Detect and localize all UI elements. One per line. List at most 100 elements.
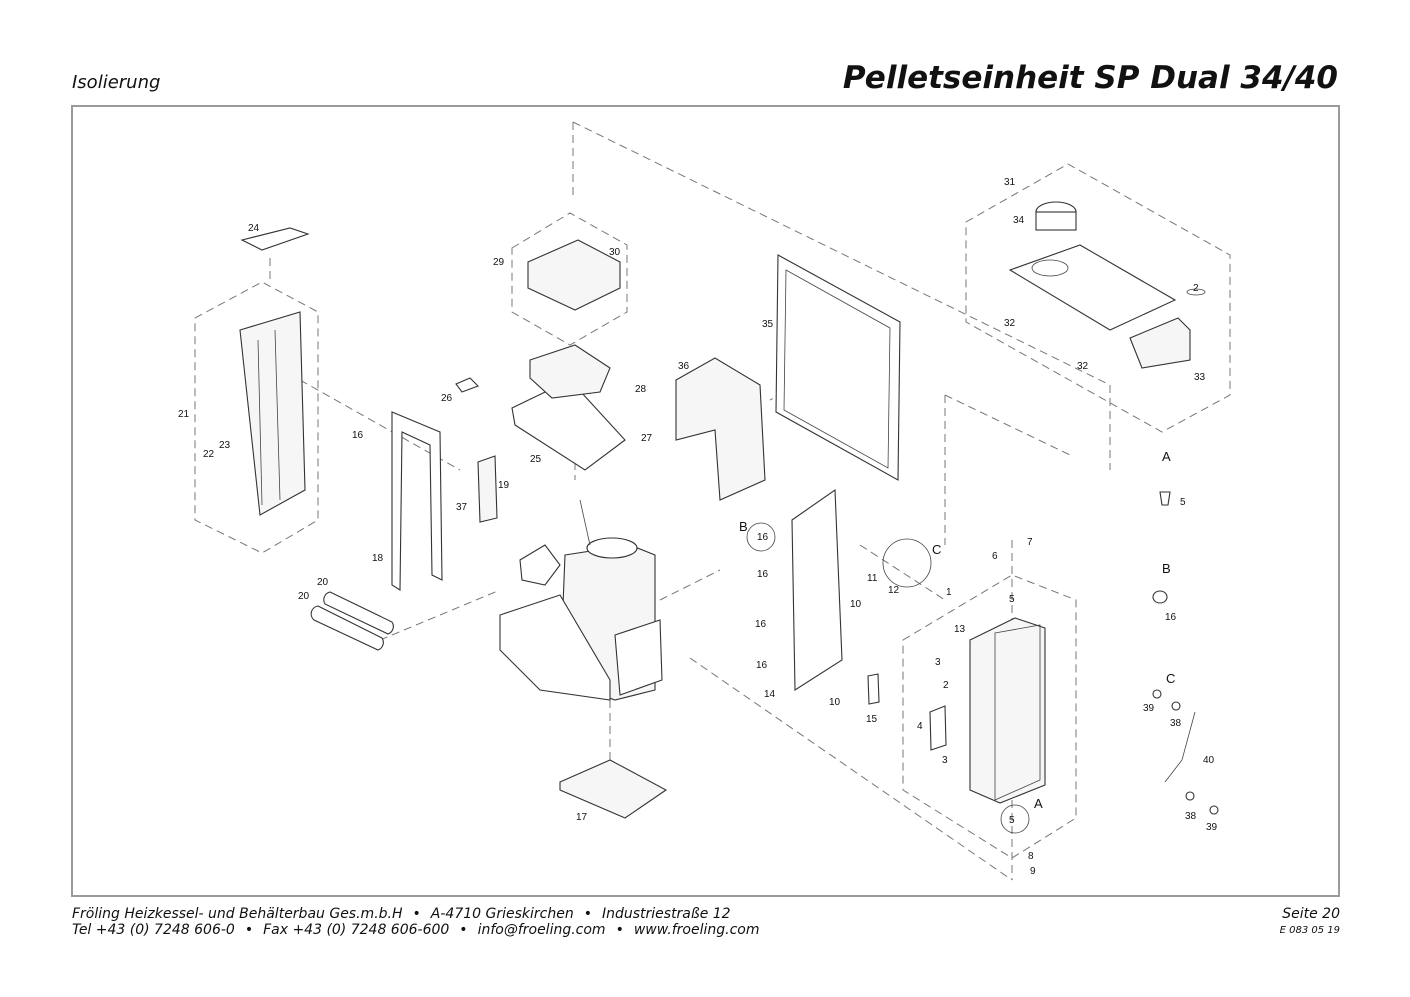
label-item: 3 bbox=[942, 755, 948, 766]
label-item: 5 bbox=[1180, 497, 1186, 508]
label-item: 16 bbox=[757, 532, 769, 543]
label-item: 20 bbox=[317, 577, 329, 588]
label-item: 17 bbox=[576, 812, 588, 823]
label-item: 31 bbox=[1004, 177, 1016, 188]
label-item: 10 bbox=[850, 599, 862, 610]
label-item: 23 bbox=[219, 440, 231, 451]
label-item: 36 bbox=[678, 361, 690, 372]
label-item: 4 bbox=[917, 721, 923, 732]
label-item: 6 bbox=[992, 551, 998, 562]
label-item: 37 bbox=[456, 502, 468, 513]
label-item: 3 bbox=[935, 657, 941, 668]
label-item: 5 bbox=[1009, 594, 1015, 605]
label-item: 16 bbox=[757, 569, 769, 580]
rear-plate bbox=[791, 488, 843, 691]
label-item: 38 bbox=[1185, 811, 1197, 822]
insulation-cover-top bbox=[240, 227, 310, 251]
label-item: 5 bbox=[1009, 815, 1015, 826]
label-item: 13 bbox=[954, 624, 966, 635]
footer-city: A-4710 Grieskirchen bbox=[430, 906, 574, 922]
label-item: 34 bbox=[1013, 215, 1025, 226]
insulation-rolls bbox=[310, 591, 394, 651]
detail-letter: B bbox=[1162, 561, 1171, 576]
detail-parts bbox=[1152, 491, 1219, 815]
insulation-shell-left bbox=[239, 311, 306, 516]
footer-email[interactable]: info@froeling.com bbox=[477, 922, 606, 938]
label-item: 15 bbox=[866, 714, 878, 725]
label-item: 20 bbox=[298, 591, 310, 602]
insulation-36 bbox=[675, 357, 766, 501]
label-item: 7 bbox=[1027, 537, 1033, 548]
label-item: 9 bbox=[1030, 866, 1036, 877]
label-item: 16 bbox=[756, 660, 768, 671]
label-item: 21 bbox=[178, 409, 190, 420]
detail-letter: A bbox=[1034, 796, 1043, 811]
footer-street: Industriestraße 12 bbox=[601, 906, 731, 922]
label-item: 30 bbox=[609, 247, 621, 258]
label-item: 12 bbox=[888, 585, 900, 596]
detail-letter: A bbox=[1162, 449, 1171, 464]
footer-web[interactable]: www.froeling.com bbox=[633, 922, 760, 938]
plate-4 bbox=[929, 705, 947, 751]
label-item: 24 bbox=[248, 223, 260, 234]
group-outline-top-box bbox=[511, 212, 628, 346]
label-item: 25 bbox=[530, 454, 542, 465]
label-item: 26 bbox=[441, 393, 453, 404]
detail-bubble-b bbox=[746, 522, 776, 552]
detail-letter: B bbox=[739, 519, 748, 534]
detail-bubble-a bbox=[1000, 804, 1030, 834]
label-item: 2 bbox=[1193, 283, 1199, 294]
base-plate bbox=[559, 759, 668, 819]
label-item: 29 bbox=[493, 257, 505, 268]
side-frame bbox=[391, 411, 443, 591]
label-item: 16 bbox=[352, 430, 364, 441]
group-outline-left bbox=[194, 281, 319, 554]
label-item: 10 bbox=[829, 697, 841, 708]
detail-bubble-c bbox=[882, 538, 932, 588]
label-item: 39 bbox=[1206, 822, 1218, 833]
group-outline-top-right bbox=[965, 163, 1231, 433]
pellet-unit-assembly bbox=[499, 499, 663, 701]
page-title: Pelletseinheit SP Dual 34/40 bbox=[842, 60, 1338, 96]
label-item: 35 bbox=[762, 319, 774, 330]
label-item: 18 bbox=[372, 553, 384, 564]
label-item: 28 bbox=[635, 384, 647, 395]
label-item: 16 bbox=[1165, 612, 1177, 623]
drawing-frame bbox=[71, 105, 1340, 897]
panel-frame-35 bbox=[775, 254, 901, 481]
footer-line-contact: Tel +43 (0) 7248 606-0•Fax +43 (0) 7248 … bbox=[72, 922, 760, 938]
label-item: 14 bbox=[764, 689, 776, 700]
control-unit bbox=[529, 344, 611, 399]
label-item: 22 bbox=[203, 449, 215, 460]
label-item: 33 bbox=[1194, 372, 1206, 383]
detail-letter: C bbox=[1166, 671, 1175, 686]
flue-outlet-assembly bbox=[1008, 201, 1206, 369]
page-number: Seite 20 bbox=[1282, 906, 1340, 922]
housing-door bbox=[969, 617, 1046, 804]
footer-tel: Tel +43 (0) 7248 606-0 bbox=[72, 922, 235, 938]
plate-26 bbox=[455, 377, 479, 393]
label-item: 32 bbox=[1004, 318, 1016, 329]
label-item: 19 bbox=[498, 480, 510, 491]
duct-19 bbox=[477, 455, 498, 523]
footer-fax: Fax +43 (0) 7248 606-600 bbox=[263, 922, 450, 938]
label-item: 40 bbox=[1203, 755, 1215, 766]
detail-letter: C bbox=[932, 542, 941, 557]
label-item: 16 bbox=[755, 619, 767, 630]
group-outline-right bbox=[902, 574, 1077, 859]
label-item: 39 bbox=[1143, 703, 1155, 714]
label-item: 27 bbox=[641, 433, 653, 444]
label-item: 38 bbox=[1170, 718, 1182, 729]
cover-box bbox=[527, 239, 621, 311]
footer-company: Fröling Heizkessel- und Behälterbau Ges.… bbox=[72, 906, 403, 922]
doc-code: E 083 05 19 bbox=[1279, 925, 1340, 936]
label-item: 11 bbox=[867, 573, 878, 584]
label-item: 2 bbox=[943, 680, 949, 691]
section-title: Isolierung bbox=[72, 72, 161, 93]
bracket-15 bbox=[867, 673, 880, 705]
label-item: 1 bbox=[946, 587, 952, 598]
footer-line-company: Fröling Heizkessel- und Behälterbau Ges.… bbox=[72, 906, 731, 922]
label-item: 32 bbox=[1077, 361, 1089, 372]
label-item: 8 bbox=[1028, 851, 1034, 862]
